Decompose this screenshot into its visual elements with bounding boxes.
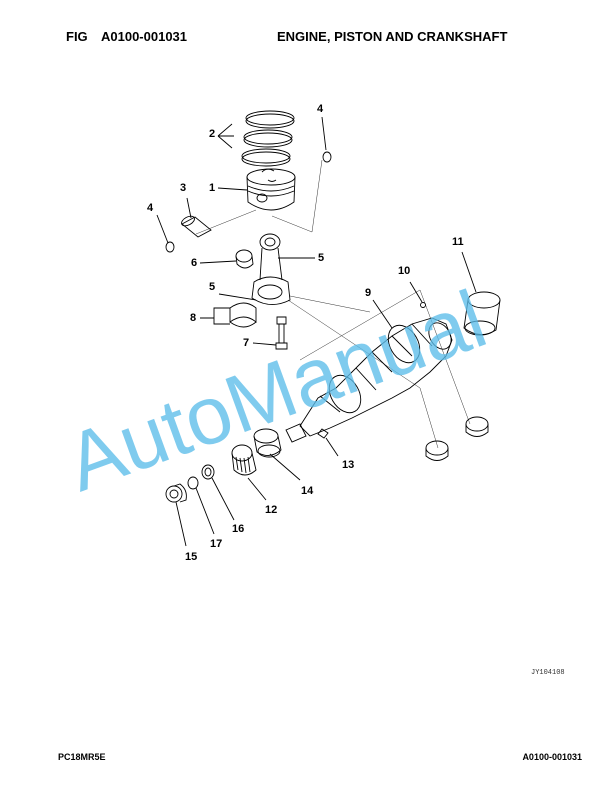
callout-7: 7	[243, 337, 250, 349]
callout-16: 16	[232, 523, 245, 535]
callout-4-top: 4	[317, 103, 324, 115]
callout-15: 15	[185, 551, 198, 563]
callout-5-cap: 5	[209, 281, 216, 293]
footer-model: PC18MR5E	[58, 752, 106, 762]
footer-ref: A0100-001031	[522, 752, 582, 762]
callout-12: 12	[265, 504, 278, 516]
callout-4-left: 4	[147, 202, 154, 214]
callout-11: 11	[452, 236, 464, 248]
callout-3: 3	[180, 182, 187, 194]
fig-label: FIG	[66, 29, 88, 44]
callout-9: 9	[365, 287, 372, 299]
callout-13: 13	[342, 459, 355, 471]
callout-2: 2	[209, 128, 216, 140]
page-title: ENGINE, PISTON AND CRANKSHAFT	[277, 29, 508, 44]
callout-17: 17	[210, 538, 223, 550]
drawing-code: JY104108	[531, 669, 565, 677]
callout-10: 10	[398, 265, 411, 277]
fig-number: A0100-001031	[101, 29, 188, 44]
callout-1: 1	[209, 182, 216, 194]
callout-8: 8	[190, 312, 197, 324]
callout-5-rod: 5	[318, 252, 325, 264]
callout-14: 14	[301, 485, 314, 497]
callout-6: 6	[191, 257, 198, 269]
